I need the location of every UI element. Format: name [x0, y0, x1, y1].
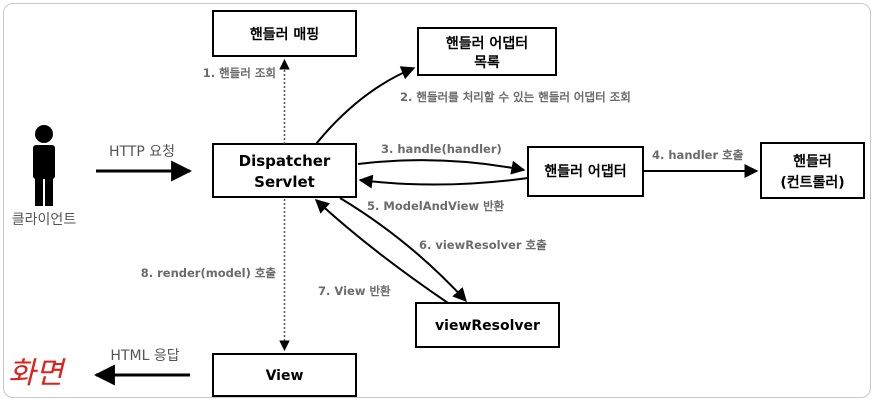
handler-box: 핸들러 (컨트롤러) — [760, 142, 865, 199]
handler-label-line1: 핸들러 — [793, 154, 832, 170]
handler-adapter-box: 핸들러 어댑터 — [527, 146, 644, 197]
view-label: View — [266, 368, 304, 384]
dispatcher-label-line1: Dispatcher — [239, 152, 331, 170]
person-icon — [33, 125, 55, 206]
step5-label: 5. ModelAndView 반환 — [367, 199, 505, 213]
handler-adapter-label: 핸들러 어댑터 — [544, 163, 626, 180]
view-resolver-box: viewResolver — [415, 302, 560, 348]
handler-adapter-list-label-line1: 핸들러 어댑터 — [446, 35, 528, 52]
step2-arrow — [315, 66, 416, 145]
step7-label: 7. View 반환 — [318, 284, 391, 298]
step8-label: 8. render(model) 호출 — [141, 266, 277, 280]
step2-label: 2. 핸들러를 처리할 수 있는 핸들러 어댑터 조회 — [400, 90, 631, 104]
handler-adapter-list-box: 핸들러 어댑터 목록 — [417, 27, 557, 76]
step7-arrow — [314, 199, 449, 304]
step6-arrow — [339, 197, 467, 303]
http-request-label: HTTP 요청 — [109, 144, 175, 160]
view-box: View — [212, 353, 357, 397]
step6-label: 6. viewResolver 호출 — [419, 238, 547, 252]
handler-label-line2: (컨트롤러) — [780, 174, 844, 191]
client-label: 클라이언트 — [12, 212, 77, 228]
view-resolver-label: viewResolver — [435, 318, 540, 334]
handler-mapping-box: 핸들러 매핑 — [212, 10, 357, 57]
diagram-frame — [3, 3, 871, 398]
step3-label: 3. handle(handler) — [381, 142, 502, 156]
step3-arrow — [357, 159, 526, 175]
html-response-label: HTML 응답 — [110, 348, 179, 364]
handler-adapter-list-label-line2: 목록 — [474, 55, 500, 71]
step5-arrow — [358, 174, 529, 189]
dispatcher-servlet-box: Dispatcher Servlet — [212, 143, 357, 198]
step4-label: 4. handler 호출 — [652, 148, 744, 162]
handler-mapping-label: 핸들러 매핑 — [250, 26, 319, 43]
step1-label: 1. 핸들러 조회 — [203, 66, 276, 80]
dispatcher-label-line2: Servlet — [254, 173, 315, 191]
screen-label: 화면 — [8, 356, 67, 391]
